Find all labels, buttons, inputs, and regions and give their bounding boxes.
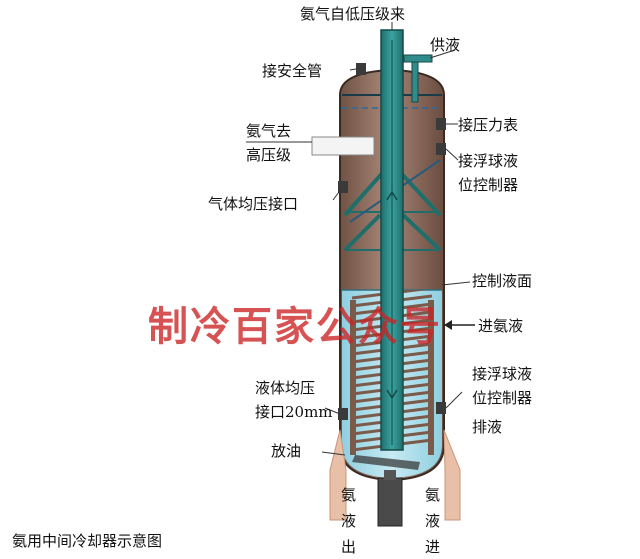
- label-liquid-out-3: 出: [341, 538, 356, 556]
- label-gas-to-high-2: 高压级: [246, 146, 291, 164]
- label-oil-drain: 放油: [271, 442, 301, 460]
- label-liquid-out-1: 氨: [341, 486, 356, 504]
- safety-valve-nozzle: [356, 63, 366, 75]
- label-safety-valve: 接安全管: [262, 62, 322, 80]
- support-leg-left: [329, 429, 347, 521]
- label-float-ctrl-upper-1: 接浮球液: [458, 152, 518, 170]
- label-liquid-in-3: 进: [425, 538, 440, 556]
- label-drain-liquid: 排液: [472, 418, 502, 436]
- leader-lines: [321, 22, 471, 456]
- label-gas-to-high-1: 氨气去: [246, 122, 291, 140]
- label-liquid-balance-2: 接口20mm: [255, 403, 333, 421]
- outlet-stub: [384, 470, 396, 480]
- label-liquid-balance-1: 液体均压: [255, 379, 315, 397]
- label-float-ctrl-lower-1: 接浮球液: [472, 365, 532, 383]
- label-float-ctrl-upper-2: 位控制器: [458, 176, 518, 194]
- oil-drain-plate: [352, 455, 420, 470]
- label-pressure-gauge: 接压力表: [458, 116, 518, 134]
- ammonia-in-arrowhead: [444, 320, 452, 330]
- label-liquid-in-1: 氨: [425, 486, 440, 504]
- side-nozzles: [338, 118, 446, 420]
- liquid-outlet-center: [377, 477, 403, 527]
- label-liquid-out-2: 液: [341, 512, 356, 530]
- supply-liquid-riser: [411, 61, 419, 103]
- gas-outlet-pipe: [311, 136, 375, 156]
- supply-liquid-pipe: [403, 54, 433, 63]
- coil-left-riser: [350, 300, 356, 455]
- caption: 氨用中间冷却器示意图: [12, 532, 162, 550]
- flow-arrow-up: [386, 190, 398, 201]
- label-supply-liquid: 供液: [430, 36, 460, 54]
- flow-arrow-down: [386, 389, 398, 400]
- label-ammonia-in: 进氨液: [478, 317, 523, 335]
- label-gas-balance: 气体均压接口: [208, 195, 298, 213]
- label-float-ctrl-lower-2: 位控制器: [472, 389, 532, 407]
- coil-right-riser: [428, 300, 434, 455]
- label-liquid-in-2: 液: [425, 512, 440, 530]
- label-liquid-level: 控制液面: [472, 272, 532, 290]
- watermark: 制冷百家公众号: [148, 304, 442, 350]
- support-leg-right: [443, 429, 461, 521]
- label-top-in: 氨气自低压级来: [300, 5, 405, 23]
